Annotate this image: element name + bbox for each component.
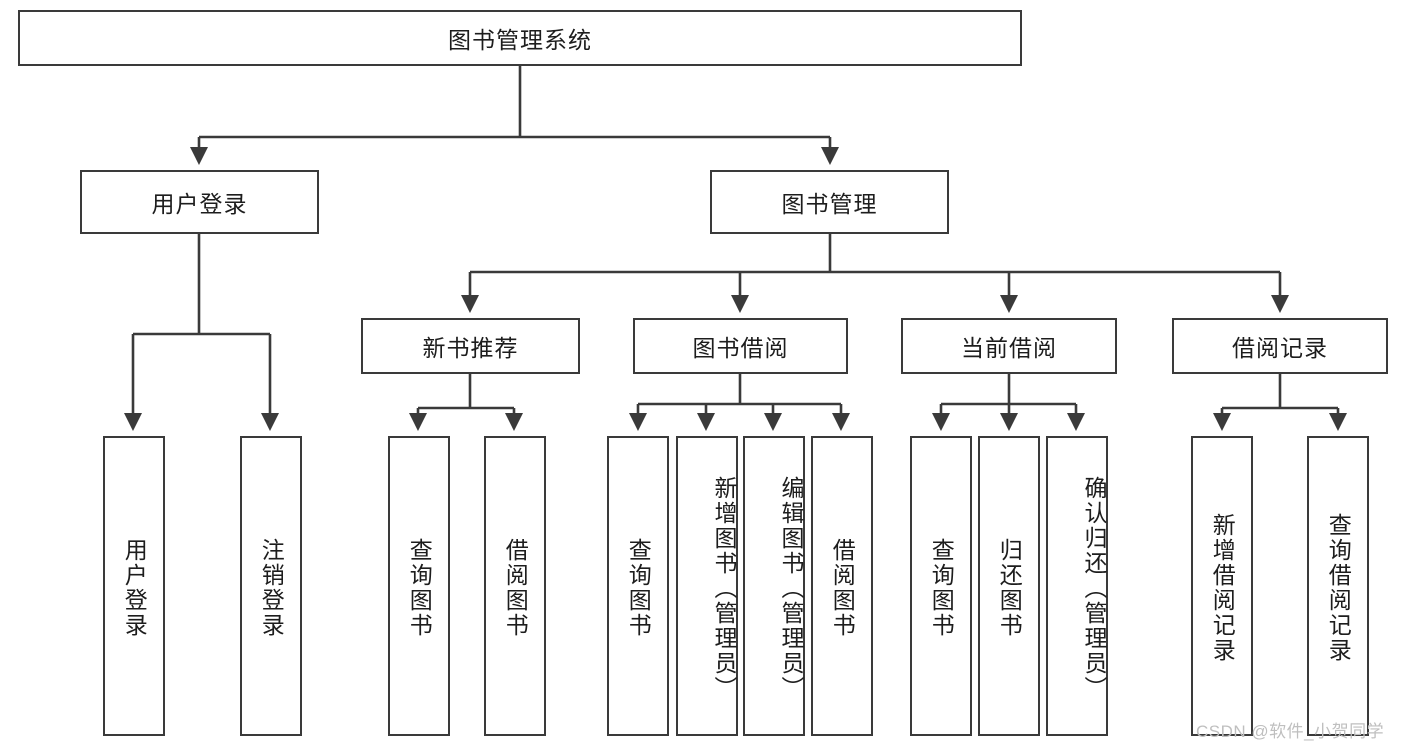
node-borrow-record-label: 借阅记录 <box>1232 335 1328 361</box>
node-current-borrow-label: 当前借阅 <box>961 335 1057 361</box>
node-new-book-recommend-label: 新书推荐 <box>422 335 519 361</box>
node-new-book-recommend[interactable]: 新书推荐 <box>361 318 580 374</box>
node-leaf-return-book[interactable]: 归还图书 <box>978 436 1040 736</box>
node-leaf-user-login[interactable]: 用户登录 <box>103 436 165 736</box>
node-leaf-confirm-return-admin-label: 确认归还（管理员） <box>1081 475 1107 701</box>
node-leaf-query-borrow-record-label: 查询借阅记录 <box>1325 513 1352 663</box>
node-leaf-add-book-admin-label: 新增图书（管理员） <box>711 475 737 701</box>
node-leaf-logout-label: 注销登录 <box>258 538 285 638</box>
node-book-borrow[interactable]: 图书借阅 <box>633 318 848 374</box>
node-leaf-borrow-book[interactable]: 借阅图书 <box>811 436 873 736</box>
node-leaf-query-book-recommend-label: 查询图书 <box>406 538 433 638</box>
node-leaf-logout[interactable]: 注销登录 <box>240 436 302 736</box>
node-leaf-query-book-current-label: 查询图书 <box>928 538 955 638</box>
node-leaf-query-book-borrow-label: 查询图书 <box>625 538 652 638</box>
node-leaf-add-borrow-record-label: 新增借阅记录 <box>1209 513 1236 663</box>
node-leaf-query-book-borrow[interactable]: 查询图书 <box>607 436 669 736</box>
node-leaf-edit-book-admin[interactable]: 编辑图书（管理员） <box>743 436 805 736</box>
node-borrow-record[interactable]: 借阅记录 <box>1172 318 1388 374</box>
node-user-login[interactable]: 用户登录 <box>80 170 319 234</box>
node-leaf-query-book-current[interactable]: 查询图书 <box>910 436 972 736</box>
node-leaf-borrow-book-recommend-label: 借阅图书 <box>502 538 529 638</box>
node-book-manage[interactable]: 图书管理 <box>710 170 949 234</box>
node-leaf-query-borrow-record[interactable]: 查询借阅记录 <box>1307 436 1369 736</box>
node-root-label: 图书管理系统 <box>448 27 592 53</box>
node-user-login-label: 用户登录 <box>151 191 248 217</box>
node-current-borrow[interactable]: 当前借阅 <box>901 318 1117 374</box>
node-book-manage-label: 图书管理 <box>781 191 878 217</box>
node-leaf-add-borrow-record[interactable]: 新增借阅记录 <box>1191 436 1253 736</box>
node-leaf-borrow-book-label: 借阅图书 <box>829 538 856 638</box>
node-leaf-edit-book-admin-label: 编辑图书（管理员） <box>778 475 804 701</box>
node-leaf-add-book-admin[interactable]: 新增图书（管理员） <box>676 436 738 736</box>
node-leaf-user-login-label: 用户登录 <box>121 538 148 638</box>
node-leaf-return-book-label: 归还图书 <box>996 538 1023 638</box>
node-root[interactable]: 图书管理系统 <box>18 10 1022 66</box>
node-book-borrow-label: 图书借阅 <box>692 335 789 361</box>
node-leaf-query-book-recommend[interactable]: 查询图书 <box>388 436 450 736</box>
node-leaf-confirm-return-admin[interactable]: 确认归还（管理员） <box>1046 436 1108 736</box>
node-leaf-borrow-book-recommend[interactable]: 借阅图书 <box>484 436 546 736</box>
